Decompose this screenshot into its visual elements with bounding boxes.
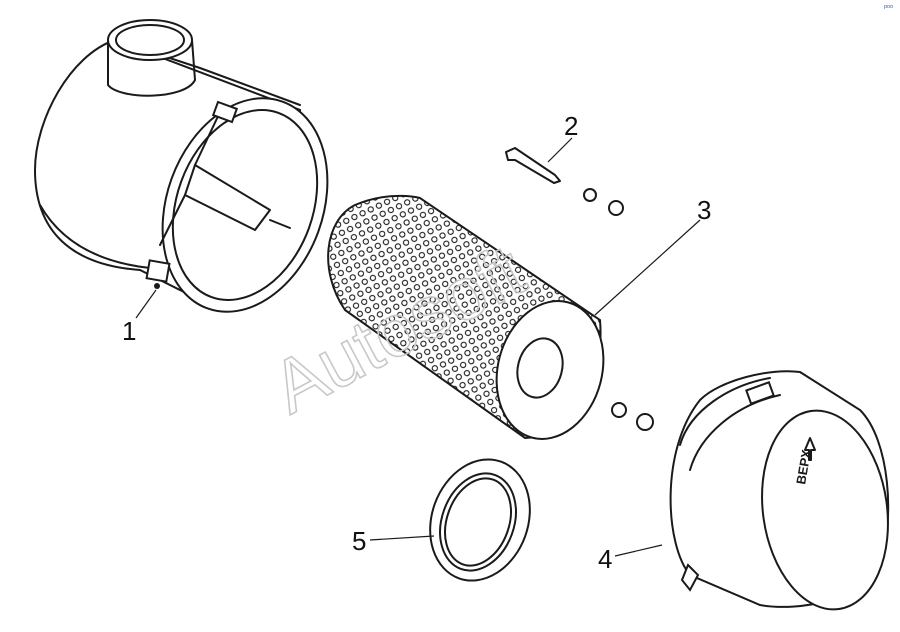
callout-4: 4 [598,544,612,574]
leader-line-3 [594,219,701,316]
cover-marking-text: ВЕРХ [793,448,814,485]
leader-line-2 [547,137,573,163]
corner-mark: ᵖᵒᵒ [884,3,893,12]
seal-ring [429,458,531,582]
leader-line-1 [135,289,157,319]
callout-1: 1 [122,316,136,346]
leader-line-5 [369,535,435,541]
callout-5: 5 [352,526,366,556]
leader-line-4 [614,544,663,557]
callout-2: 2 [564,111,578,141]
air-cleaner-cover: ВЕРХ [669,370,890,611]
callout-3: 3 [697,195,711,225]
latch-assembly [505,147,624,216]
filter-element [327,194,654,440]
air-cleaner-housing [33,19,329,313]
